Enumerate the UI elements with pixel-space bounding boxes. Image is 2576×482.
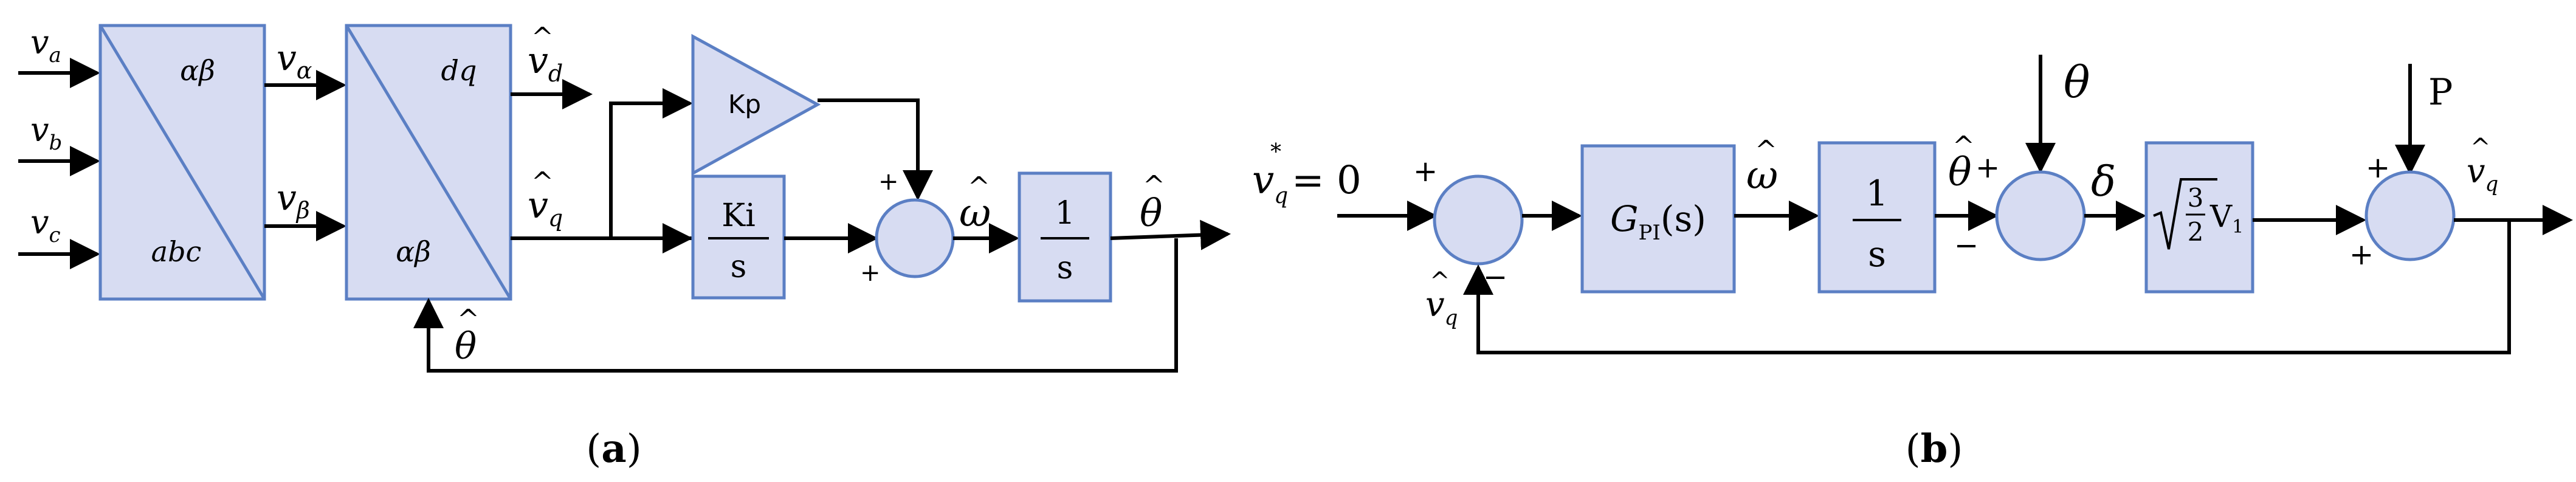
- caption-b: (b): [1906, 426, 1963, 472]
- vd-hat-caret: ^: [531, 22, 554, 53]
- theta-hat-feedback-caret: ^: [457, 304, 480, 335]
- gain-numerator: 3: [2188, 183, 2204, 213]
- theta-hat-label-b: θ: [1948, 150, 1972, 195]
- input-va-label: va: [30, 23, 61, 67]
- ki-numerator: Ki: [721, 198, 755, 234]
- integrator-block-b: 1 s: [1817, 141, 1937, 294]
- integrator-b-numerator: 1: [1866, 173, 1889, 214]
- v-beta-label: vβ: [277, 177, 310, 224]
- gpi-label: GPI(s): [1610, 198, 1706, 245]
- kp-label: Kp: [728, 89, 761, 119]
- sum-junction-a: [875, 198, 955, 278]
- vq-hat-feedback-caret: ^: [1430, 267, 1450, 295]
- gain-denominator: 2: [2188, 217, 2204, 247]
- clarke-bottom-label: abc: [151, 235, 202, 268]
- sum-junction-b1: [1433, 174, 1524, 266]
- ref-vq-equals-zero: = 0: [1292, 158, 1362, 203]
- vq-hat-feedback-label: vq: [1425, 285, 1458, 330]
- vq-hat-label: vq: [528, 184, 563, 232]
- gain-tail: V1: [2209, 199, 2244, 238]
- panel-b: vq * = 0 + − GPI(s) ω ^ 1 s θ ^ +: [1252, 55, 2573, 472]
- ki-denominator: s: [731, 249, 747, 285]
- voltage-gain-block: 3 2 V1: [2144, 141, 2254, 294]
- integrator-block-a: 1 s: [1018, 171, 1112, 303]
- ki-integrator-block: Ki s: [691, 174, 786, 300]
- ref-vq-label: vq: [1252, 158, 1288, 208]
- integrator-b-denominator: s: [1868, 233, 1886, 275]
- panel-a: va vb vc αβ abc vα vβ dq αβ vd ^ vq ^: [18, 22, 1231, 472]
- omega-hat-label-a: ω: [959, 191, 991, 236]
- sum-b2-bottom-sign: −: [1954, 229, 1978, 263]
- vq-hat-caret: ^: [531, 167, 554, 198]
- integrator-a-denominator: s: [1057, 250, 1073, 286]
- sum-junction-b3: [2364, 170, 2456, 261]
- theta-hat-feedback-label: θ: [455, 325, 477, 368]
- caption-a: (a): [586, 426, 641, 472]
- sum-a-top-sign: +: [878, 168, 899, 196]
- omega-hat-caret-a: ^: [968, 171, 990, 202]
- delta-label: δ: [2091, 158, 2116, 206]
- sum-a-bottom-sign: +: [860, 259, 881, 287]
- theta-hat-output-wire: [1110, 219, 1231, 250]
- vq-hat-output-caret: ^: [2470, 134, 2491, 162]
- vq-hat-output-label: vq: [2467, 152, 2498, 196]
- sum-b1-bottom-sign: −: [1483, 260, 1507, 294]
- vq-feedback-wire: [1463, 220, 2511, 354]
- v-alpha-label: vα: [277, 37, 312, 84]
- clarke-top-label: αβ: [180, 54, 215, 87]
- theta-hat-output-caret: ^: [1143, 170, 1165, 201]
- ref-vq-star: *: [1270, 140, 1281, 165]
- sum-b2-left-sign: +: [1975, 151, 2000, 185]
- park-bottom-label: αβ: [396, 235, 431, 268]
- kp-output-wire: [818, 98, 933, 201]
- theta-feedback-wire: [413, 238, 1178, 373]
- integrator-a-numerator: 1: [1055, 195, 1075, 232]
- sum-junction-b2: [1995, 170, 2086, 261]
- input-vb-label: vb: [30, 111, 62, 155]
- omega-hat-label-b: ω: [1746, 153, 1778, 198]
- park-top-label: dq: [441, 54, 477, 87]
- theta-hat-caret-b: ^: [1952, 131, 1975, 162]
- kp-gain-block: Kp: [691, 33, 821, 176]
- input-vc-label: vc: [30, 203, 61, 247]
- theta-hat-output-label: θ: [1140, 191, 1162, 235]
- kp-branch-wire: [609, 88, 693, 238]
- park-transform-block: dq αβ: [345, 24, 512, 301]
- gpi-controller-block: GPI(s): [1580, 144, 1736, 294]
- sum-b3-bottom-sign: +: [2349, 238, 2374, 272]
- sum-b3-top-sign: +: [2366, 151, 2390, 185]
- clarke-transform-block: αβ abc: [98, 24, 266, 301]
- vd-hat-label: vd: [528, 40, 563, 87]
- theta-input-label: θ: [2064, 57, 2090, 108]
- p-input-label: P: [2428, 71, 2453, 114]
- sum-b1-left-sign: +: [1413, 154, 1438, 188]
- omega-hat-caret-b: ^: [1755, 135, 1777, 166]
